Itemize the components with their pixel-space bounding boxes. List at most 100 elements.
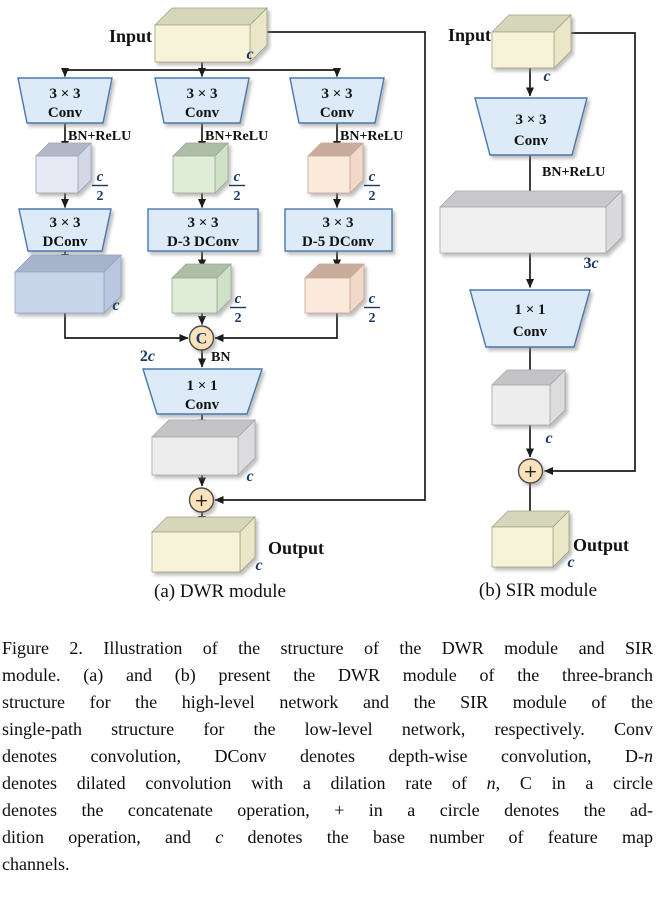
- dwr-branch2-mid-frac-den: 2: [234, 189, 241, 204]
- dwr-branch2-dconv-label-line2: D-3 DConv: [167, 234, 240, 250]
- sir-skip-connection-line: [544, 32, 636, 475]
- dwr-branch1-out-tensor-front-face: [14, 271, 105, 314]
- dwr-input-tensor: [154, 7, 268, 63]
- sir-post-feature-front-face: [491, 384, 551, 426]
- dwr-output-label: Output: [268, 538, 324, 558]
- dwr-branch1-dconv-label-line1: 3 × 3: [49, 215, 80, 231]
- dwr-branch2-conv-trapezoid: [154, 77, 250, 124]
- dwr-concat-circle: [188, 325, 215, 351]
- dwr-branch1-conv-trapezoid: [17, 77, 113, 124]
- sir-conv1x1-label-line2: Conv: [513, 324, 548, 340]
- sir-input-label: Input: [448, 25, 491, 45]
- dwr-output-channels-label: c: [255, 557, 262, 574]
- dwr-post-channels-label: c: [246, 468, 253, 485]
- dwr-branch3-out-frac-num: c: [369, 291, 376, 307]
- dwr-branch2-mid-cube-front-face: [172, 155, 216, 194]
- dwr-branch2-out-cube-front-face: [171, 277, 218, 314]
- caption-line: channels.: [2, 854, 70, 874]
- sir-bn-relu-label: BN+ReLU: [542, 165, 605, 180]
- dwr-panel-caption: (a) DWR module: [154, 581, 286, 602]
- sir-output-tensor-front-face: [491, 526, 554, 568]
- dwr-post-feature-top-face: [151, 419, 256, 438]
- sir-expanded-feature-front-face: [439, 206, 607, 254]
- dwr-branch1-dconv-label-line2: DConv: [42, 234, 88, 250]
- caption-line: denotes dilated convolution with a dilat…: [2, 773, 653, 793]
- dwr-branch2-dconv-rect: [147, 208, 259, 252]
- caption-line: Figure 2. Illustration of the structure …: [2, 638, 653, 658]
- dwr-branch3-bn-relu-label: BN+ReLU: [340, 129, 403, 144]
- dwr-branch3-conv-label-line2: Conv: [320, 105, 355, 121]
- caption-line: denotes convolution, DConv denotes depth…: [2, 746, 653, 766]
- dwr-branch3-conv-label-line1: 3 × 3: [321, 86, 352, 102]
- module-diagram: Input c 3 × 3 Conv BN+ReLU c 2 3 × 3 DCo…: [14, 7, 636, 602]
- dwr-branch3-mid-frac-den: 2: [369, 189, 376, 204]
- dwr-branch2-dconv-label-line1: 3 × 3: [187, 215, 218, 231]
- sir-expanded-feature-top-face: [439, 190, 623, 208]
- dwr-branch3-dconv-rect: [284, 208, 393, 252]
- dwr-concat-bn-label: BN: [211, 350, 230, 365]
- dwr-post-feature-tensor: [151, 419, 256, 476]
- dwr-branch1-mid-cube: [35, 142, 92, 194]
- caption-line: dition operation, and c denotes the base…: [2, 827, 653, 847]
- dwr-branch1-mid-frac-den: 2: [97, 189, 104, 204]
- caption-line: denotes the concatenate operation, + in …: [2, 800, 653, 820]
- dwr-add-circle: [188, 487, 215, 513]
- sir-output-label: Output: [573, 535, 629, 555]
- sir-post-channels-label: c: [545, 430, 552, 447]
- dwr-branch1-conv-label-line1: 3 × 3: [49, 86, 80, 102]
- sir-input-channels-label: c: [543, 68, 550, 85]
- dwr-branch3-dconv-label-line2: D-5 DConv: [302, 234, 375, 250]
- dwr-add-symbol: +: [194, 491, 208, 511]
- sir-expanded-channels-label: 3c: [583, 255, 598, 272]
- dwr-conv1x1-trapezoid: [142, 368, 263, 415]
- dwr-branch2-conv-label-line2: Conv: [185, 105, 220, 121]
- dwr-conv1x1-label-line1: 1 × 1: [186, 378, 217, 394]
- sir-post-feature-cube: [491, 369, 566, 426]
- sir-labels: Input c 3 × 3 Conv BN+ReLU 3c 1 × 1 Conv…: [448, 25, 629, 601]
- dwr-input-channels-label: c: [246, 46, 253, 63]
- sir-conv3x3-label-line1: 3 × 3: [515, 112, 546, 128]
- dwr-input-tensor-top-face: [154, 7, 268, 26]
- dwr-branch1-to-concat-line: [64, 313, 189, 342]
- dwr-branch3-out-cube: [304, 263, 365, 314]
- dwr-post-feature-front-face: [151, 436, 239, 476]
- dwr-branch3-conv-trapezoid: [289, 77, 385, 124]
- dwr-input-label: Input: [109, 26, 152, 46]
- sir-conv1x1-label-line1: 1 × 1: [514, 302, 545, 318]
- dwr-branch2-out-frac-num: c: [235, 291, 242, 307]
- dwr-branch2-mid-frac-num: c: [234, 169, 241, 185]
- dwr-branch3-out-frac-den: 2: [369, 311, 376, 326]
- sir-add-circle: [517, 458, 544, 484]
- dwr-branch3-to-concat-line: [214, 313, 338, 342]
- dwr-branch1-out-tensor-top-face: [14, 254, 122, 273]
- caption-line: structure for the high-level network and…: [2, 692, 653, 712]
- dwr-output-tensor: [151, 516, 256, 573]
- dwr-branch2-out-cube: [171, 263, 232, 314]
- dwr-branch1-mid-cube-front-face: [35, 155, 79, 194]
- dwr-branch2-mid-cube: [172, 142, 229, 194]
- dwr-branch3-mid-frac-num: c: [369, 169, 376, 185]
- sir-panel-caption: (b) SIR module: [479, 580, 597, 601]
- sir-expanded-feature-tensor: [439, 190, 623, 254]
- dwr-concat-in-channels-label: 2c: [140, 348, 155, 365]
- dwr-branch3-mid-cube-front-face: [307, 155, 351, 194]
- dwr-output-tensor-front-face: [151, 531, 241, 573]
- dwr-labels: Input c 3 × 3 Conv BN+ReLU c 2 3 × 3 DCo…: [42, 26, 403, 602]
- sir-conv1x1-trapezoid: [469, 289, 591, 348]
- caption-line: module. (a) and (b) present the DWR modu…: [2, 665, 653, 685]
- dwr-branch3-mid-cube: [307, 142, 364, 194]
- dwr-branch1-bn-relu-label: BN+ReLU: [68, 129, 131, 144]
- dwr-branch3-out-cube-front-face: [304, 277, 351, 314]
- sir-output-tensor: [491, 510, 570, 568]
- dwr-branch3-dconv-label-line1: 3 × 3: [322, 215, 353, 231]
- dwr-branch2-bn-relu-label: BN+ReLU: [205, 129, 268, 144]
- sir-input-tensor: [491, 14, 572, 69]
- dwr-input-tensor-front-face: [154, 24, 251, 63]
- dwr-branch1-out-tensor: [14, 254, 122, 314]
- dwr-branch1-out-channels-label: c: [112, 297, 119, 314]
- dwr-conv1x1-label-line2: Conv: [185, 397, 220, 413]
- dwr-branch1-conv-label-line2: Conv: [48, 105, 83, 121]
- dwr-output-tensor-top-face: [151, 516, 256, 533]
- sir-output-channels-label: c: [567, 554, 574, 571]
